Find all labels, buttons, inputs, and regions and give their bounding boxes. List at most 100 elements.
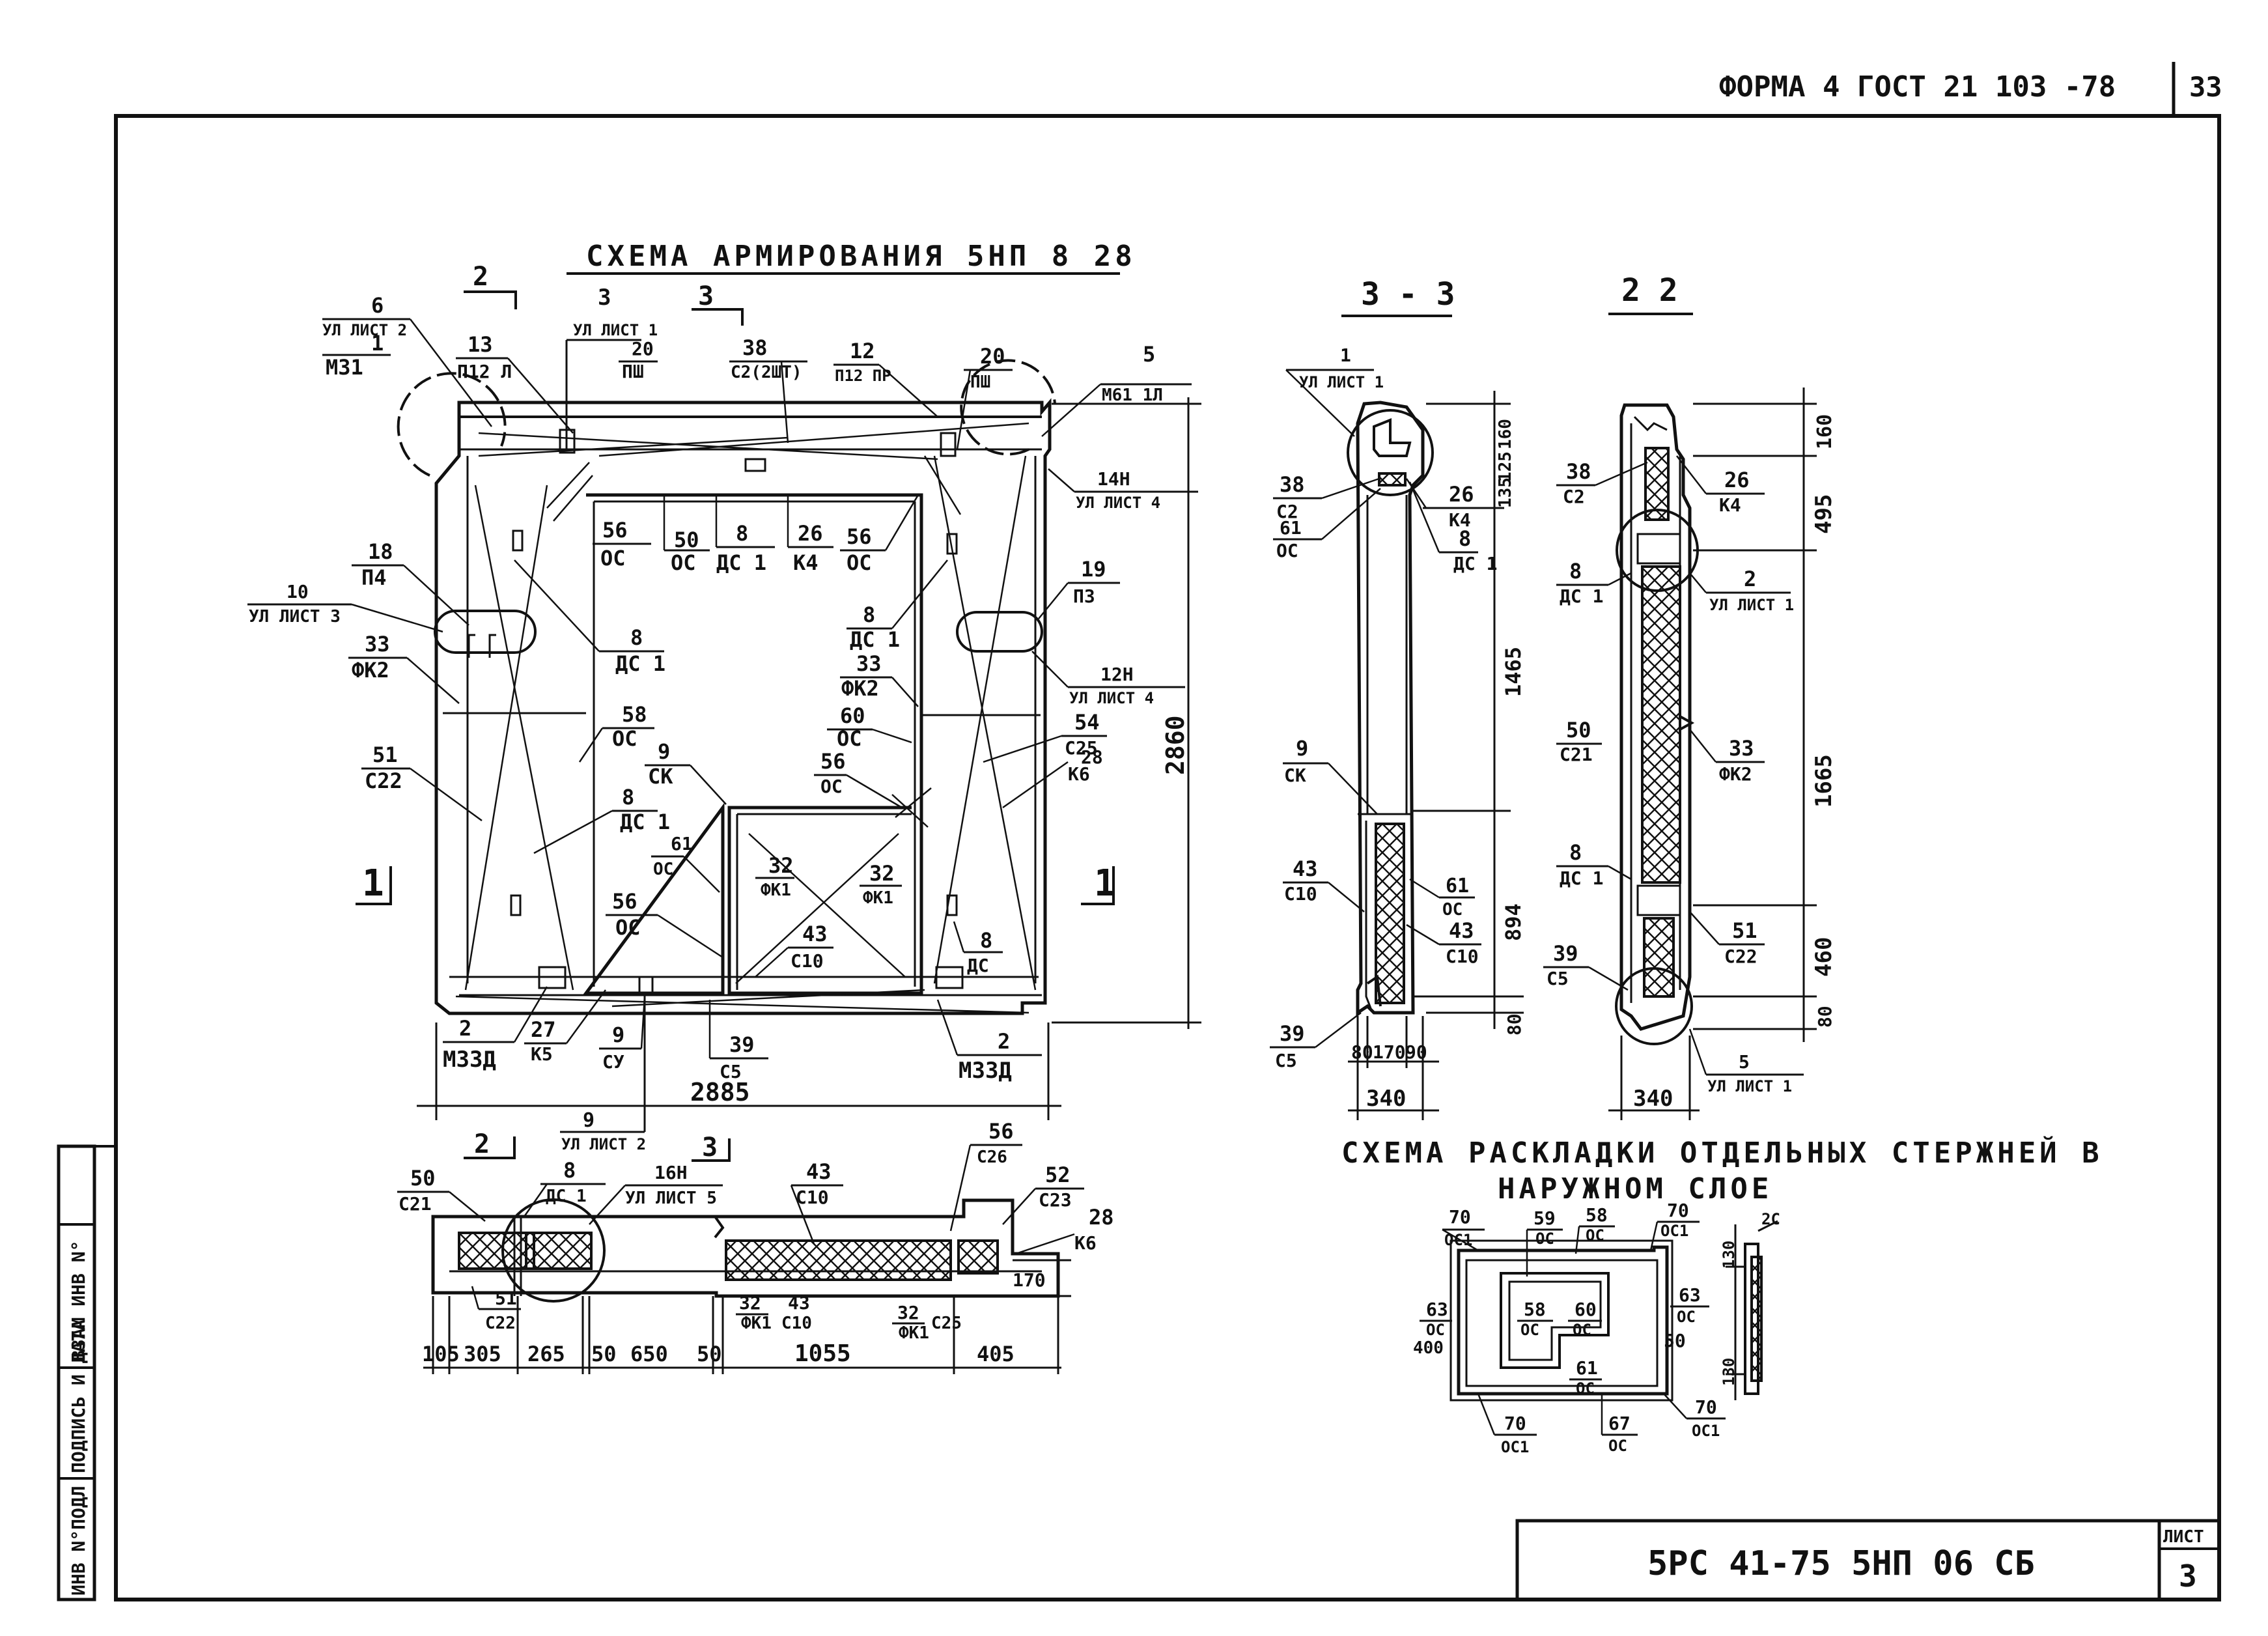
bars-label-130a: 130 — [1720, 1241, 1738, 1269]
strip-dim-265: 265 — [527, 1342, 565, 1366]
callout-num: 43 — [1449, 918, 1474, 943]
callout-num: 33 — [1729, 736, 1754, 761]
callout-mark: СУ — [602, 1051, 624, 1073]
callout-mark: М31 — [326, 355, 363, 380]
s22-callouts: 38 С2 26 К4 8 ДС 1 2 УЛ ЛИСТ 1 50 С21 33… — [1543, 455, 1804, 1095]
section-2-2: 2 2 160 495 1665 460 80 340 — [1543, 272, 1837, 1120]
strip-dim-50a: 50 — [591, 1342, 617, 1366]
callout-mark: С23 — [1039, 1189, 1072, 1211]
front-dim-height: 2860 — [1161, 715, 1190, 775]
front-callouts: 6 УЛ ЛИСТ 2 1 М31 13 П12 Л 3 УЛ ЛИСТ 1 2… — [247, 293, 1198, 1153]
callout-mark: С5 — [1547, 968, 1569, 989]
bars-label-400: 400 — [1413, 1338, 1444, 1358]
callout-num: 32 — [869, 861, 895, 886]
callout-mark: С10 — [1446, 946, 1479, 967]
callout-mark: ОС — [615, 915, 641, 940]
s22-dim-160: 160 — [1813, 414, 1836, 449]
callout-num: 20 — [632, 338, 654, 360]
callout-num: 32 — [768, 853, 794, 878]
callout-num: 32 — [739, 1292, 761, 1314]
callout-mark: С2(2ШТ) — [731, 363, 802, 382]
callout-num: 26 — [1449, 482, 1474, 507]
callout-num: 70 — [1504, 1413, 1526, 1434]
front-view-title: СХЕМА АРМИРОВАНИЯ 5НП 8 28 — [586, 240, 1136, 273]
callout-num: 20 — [980, 344, 1005, 369]
callout-num: 2 — [1744, 567, 1756, 591]
callout-mark: ОС — [653, 860, 673, 879]
callout-num: 1 — [371, 331, 384, 356]
s33-callouts: 1 УЛ ЛИСТ 1 38 С2 61 ОС 26 К4 8 ДС 1 9 С… — [1270, 345, 1497, 1071]
callout-mark: П12 Л — [457, 361, 512, 382]
strip-dim-50b: 50 — [697, 1342, 722, 1366]
callout-mark: ДС 1 — [716, 550, 766, 575]
callout-num: 58 — [1586, 1204, 1608, 1226]
section-33-title: 3 - 3 — [1361, 276, 1455, 313]
callout-mark: ОС — [600, 546, 626, 571]
callout-mark: ФК1 — [741, 1314, 772, 1333]
callout-mark: ОС — [1426, 1321, 1445, 1339]
callout-mark: ОС — [1677, 1308, 1696, 1326]
callout-mark: СК — [648, 764, 673, 789]
s22-dim-340: 340 — [1633, 1086, 1673, 1112]
slot-right — [956, 611, 1043, 653]
s33-dim-135: 135 — [1496, 477, 1515, 508]
s33-dim-894: 894 — [1501, 903, 1526, 941]
callout-mark: С5 — [1275, 1050, 1297, 1071]
callout-num: 39 — [729, 1032, 755, 1057]
callout-mark: С22 — [485, 1314, 516, 1333]
section-mark-1-left: 1 — [362, 862, 384, 905]
section-mark-3-top-b: 3 — [698, 281, 714, 311]
callout-mark: ДС 1 — [850, 627, 900, 652]
callout-mark: С22 — [1724, 946, 1757, 967]
callout-num: 50 — [674, 528, 699, 552]
callout-mark: М61 1Л — [1102, 386, 1163, 405]
callout-mark: ОС — [612, 726, 637, 751]
callout-num: 43 — [1293, 856, 1318, 881]
callout-num: 8 — [563, 1158, 576, 1183]
drawing-frame — [114, 114, 2221, 1601]
stamp-label-vzam: ВЗАМ ИНВ N° — [68, 1241, 89, 1361]
window-opening — [583, 493, 923, 995]
callout-num: 60 — [1575, 1299, 1597, 1320]
callout-num: 43 — [788, 1292, 810, 1314]
callout-num: 2 — [998, 1029, 1010, 1054]
callout-num: 61 — [1280, 517, 1302, 539]
bars-outline — [1457, 1245, 1669, 1396]
callout-mark: УЛ ЛИСТ 1 — [1709, 596, 1794, 614]
callout-mark: К4 — [1449, 509, 1471, 531]
callout-mark: УЛ ЛИСТ 4 — [1076, 494, 1160, 512]
callout-mark: К6 — [1074, 1232, 1097, 1254]
callout-mark: ФК1 — [863, 888, 893, 908]
diagonal-bars — [455, 422, 1037, 1014]
callout-num: 61 — [1446, 875, 1469, 897]
s22-dim-460: 460 — [1811, 937, 1837, 977]
callout-mark: С26 — [977, 1148, 1007, 1167]
strip-dim-305: 305 — [464, 1342, 501, 1366]
callout-mark: ФК1 — [899, 1323, 929, 1343]
strip-outline — [431, 1198, 1060, 1298]
callout-mark: К5 — [531, 1043, 553, 1065]
callout-mark: ОС — [1276, 540, 1298, 561]
callout-mark: ФК2 — [1719, 763, 1752, 785]
callout-num: 58 — [622, 702, 647, 727]
callout-num: 38 — [742, 335, 768, 360]
s33-dim-340: 340 — [1366, 1086, 1406, 1112]
callout-mark: ПШ — [622, 361, 644, 382]
callout-num: 52 — [1045, 1163, 1071, 1187]
callout-num: 51 — [372, 742, 398, 767]
bars-label-130b: 130 — [1720, 1358, 1738, 1386]
callout-num: 61 — [671, 833, 693, 854]
callout-mark: ОС1 — [1692, 1422, 1720, 1440]
callout-num: 14Н — [1097, 468, 1130, 490]
designation-text: 5РС 41-75 5НП 06 СБ — [1647, 1544, 2035, 1583]
callout-mark: ДС 1 — [1560, 585, 1603, 607]
form-caption: ФОРМА 4 ГОСТ 21 103 -78 — [1719, 70, 2116, 104]
callout-num: 12Н — [1100, 664, 1134, 685]
callout-num: 26 — [1724, 468, 1750, 492]
callout-num: 27 — [531, 1017, 556, 1042]
callout-num: 8 — [1569, 559, 1582, 584]
callout-num: 8 — [1569, 840, 1582, 865]
callout-num: 70 — [1449, 1206, 1471, 1228]
callout-num: 32 — [897, 1302, 919, 1323]
callout-num: 54 — [1074, 710, 1100, 735]
